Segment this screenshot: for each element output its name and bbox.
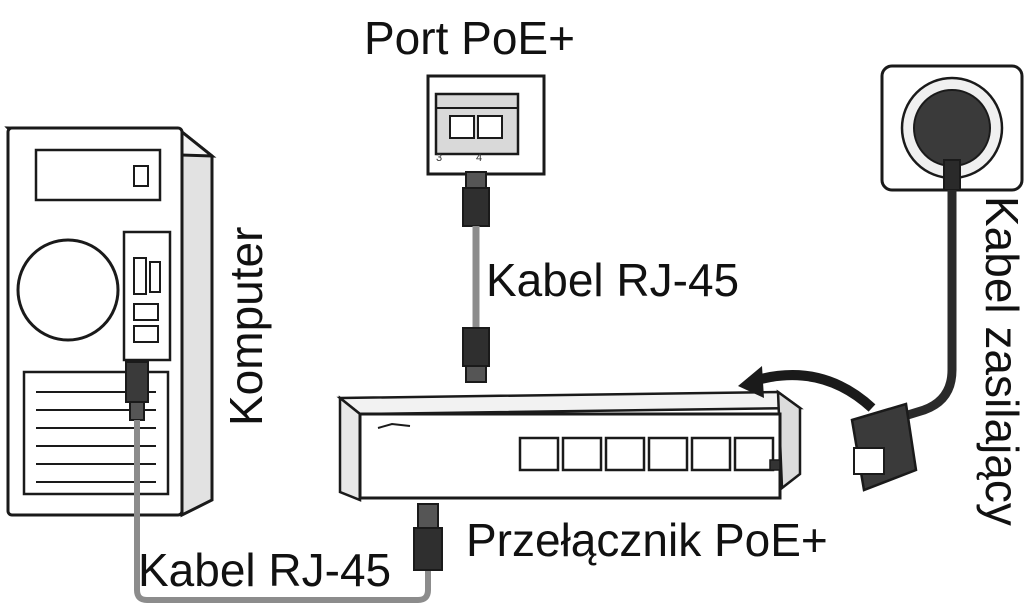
computer-rj45-plug [125,361,149,421]
label-switch: Przełącznik PoE+ [466,514,828,566]
port-number-4: 4 [476,152,482,164]
label-port-poe: Port PoE+ [364,12,575,64]
iec-power-plug [850,402,918,492]
label-power-cable: Kabel zasilający [976,196,1028,526]
cable-computer-to-switch [134,420,431,603]
port-number-3: 3 [436,152,442,164]
wall-poe-port [426,74,546,176]
top-rj45-cable [462,171,490,383]
plug-in-arrow [738,366,876,412]
label-computer: Komputer [220,227,272,426]
label-top-cable: Kabel RJ-45 [486,254,739,306]
label-bottom-cable: Kabel RJ-45 [138,544,391,596]
computer-tower [4,126,217,518]
power-cable [896,190,957,423]
switch-bottom-rj45-plug [413,503,443,571]
poe-switch [336,389,804,502]
wall-power-outlet [880,64,1024,192]
